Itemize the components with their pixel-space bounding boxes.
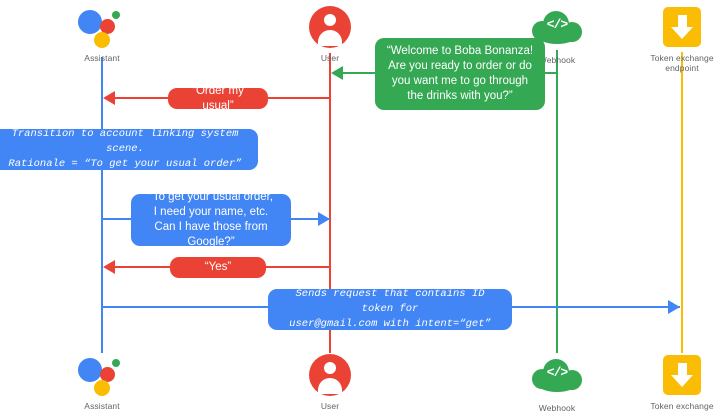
message-bubble-order-my-usual: “Order my usual” xyxy=(168,85,268,112)
code-brackets-glyph-bottom: </> xyxy=(546,365,568,380)
lifeline-user xyxy=(329,53,331,353)
actor-webhook-top: </> Webhook xyxy=(497,6,617,65)
google-assistant-icon xyxy=(42,4,162,50)
actor-label-webhook: Webhook xyxy=(538,55,576,65)
actor-label-user: User xyxy=(320,53,340,63)
arrow-head-consent-prompt xyxy=(318,212,330,226)
actor-user-top: User xyxy=(270,4,390,63)
arrow-head-welcome xyxy=(331,66,343,80)
actor-label-user-bottom: User xyxy=(320,401,340,411)
cloud-code-icon-bottom: </> xyxy=(497,354,617,400)
actor-label-webhook-bottom: Webhook xyxy=(538,403,576,413)
lifeline-endpoint xyxy=(681,52,683,353)
user-avatar-icon-bottom xyxy=(270,352,390,398)
cloud-code-icon: </> xyxy=(497,6,617,52)
assistant-dot-green xyxy=(112,11,120,19)
arrow-head-yes xyxy=(103,260,115,274)
actor-label-endpoint: Token exchange endpoint xyxy=(650,53,714,73)
actor-label-assistant: Assistant xyxy=(84,53,120,63)
actor-webhook-bottom: </> Webhook xyxy=(497,354,617,413)
lifeline-webhook xyxy=(556,50,558,353)
download-box-icon-bottom xyxy=(622,352,725,398)
actor-label-assistant-bottom: Assistant xyxy=(84,401,120,411)
user-avatar-icon xyxy=(270,4,390,50)
assistant-dot-blue xyxy=(78,10,102,34)
actor-endpoint-top: Token exchange endpoint xyxy=(622,4,725,73)
arrow-head-token-request xyxy=(668,300,680,314)
lifeline-assistant xyxy=(101,57,103,353)
message-bubble-consent-prompt: “To get your usual order, I need your na… xyxy=(131,191,291,248)
message-bubble-welcome: “Welcome to Boba Bonanza! Are you ready … xyxy=(375,38,545,110)
actor-user-bottom: User xyxy=(270,352,390,411)
code-brackets-glyph: </> xyxy=(546,17,568,32)
message-bubble-token-request: Sends request that contains ID token for… xyxy=(268,288,512,330)
assistant-dot-red xyxy=(100,19,115,34)
actor-assistant-bottom: Assistant xyxy=(42,352,162,411)
actor-label-endpoint-bottom: Token exchange endpoint xyxy=(650,401,714,413)
message-bubble-yes: “Yes” xyxy=(170,257,266,278)
download-box-icon xyxy=(622,4,725,50)
note-transition-account-linking: Transition to account linking system sce… xyxy=(0,128,258,170)
arrow-head-order-my-usual xyxy=(103,91,115,105)
assistant-dot-yellow xyxy=(94,32,110,48)
google-assistant-icon-bottom xyxy=(42,352,162,398)
actor-endpoint-bottom: Token exchange endpoint xyxy=(622,352,725,413)
actor-assistant-top: Assistant xyxy=(42,4,162,63)
